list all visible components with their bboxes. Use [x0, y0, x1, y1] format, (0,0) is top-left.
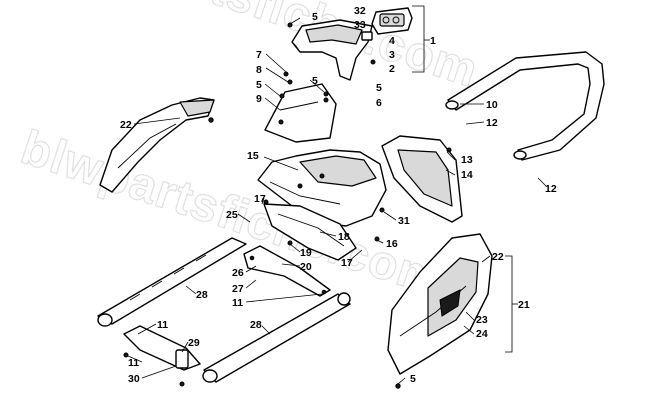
callout-18: 18 — [338, 231, 350, 243]
part-dash-body[interactable] — [257, 149, 387, 227]
callout-16: 16 — [386, 238, 398, 250]
callout-11-c: 11 — [128, 357, 139, 369]
part-small-bracket-4[interactable] — [361, 31, 373, 41]
callout-31: 31 — [398, 215, 410, 227]
fasteners — [123, 22, 452, 358]
callout-32: 32 — [354, 5, 366, 17]
callout-3: 3 — [389, 49, 395, 61]
callout-27: 27 — [232, 283, 244, 295]
callout-17-a: 17 — [254, 193, 266, 205]
callout-9: 9 — [256, 93, 262, 105]
part-bracket-mid[interactable] — [243, 245, 331, 297]
part-lower-fascia[interactable] — [263, 203, 357, 261]
leader-lines — [127, 5, 547, 385]
callout-25: 25 — [226, 209, 238, 221]
part-rail-lower[interactable] — [202, 292, 351, 383]
callout-labels: 1 2 3 4 5 5 5 5 5 6 7 8 9 10 11 11 11 12… — [120, 5, 557, 385]
callout-5-bottom: 5 — [410, 373, 416, 385]
callout-17-b: 17 — [341, 257, 353, 269]
callout-22-a: 22 — [120, 119, 132, 131]
callout-2: 2 — [389, 63, 395, 75]
part-side-panel-right-lower[interactable] — [387, 233, 493, 389]
callout-5-left: 5 — [256, 79, 262, 91]
watermark-text-1: blwpartsfiche.com — [51, 0, 484, 98]
callout-12-b: 12 — [545, 183, 557, 195]
callout-12-a: 12 — [486, 117, 498, 129]
part-grab-bar[interactable] — [445, 51, 605, 161]
part-top-console[interactable] — [291, 19, 373, 81]
callout-15: 15 — [247, 150, 259, 162]
part-rail-upper[interactable] — [97, 237, 247, 327]
callout-33: 33 — [354, 19, 366, 31]
callout-1: 1 — [430, 35, 436, 47]
callout-30: 30 — [128, 373, 140, 385]
callout-5-top: 5 — [312, 11, 318, 23]
callout-5-right: 5 — [376, 82, 382, 94]
callout-11-b: 11 — [232, 297, 243, 309]
callout-4: 4 — [389, 35, 395, 47]
callout-13: 13 — [461, 154, 473, 166]
part-gauge-housing[interactable] — [371, 7, 413, 35]
part-mounting-plate[interactable] — [264, 83, 337, 143]
callout-5-mid: 5 — [312, 75, 318, 87]
part-side-panel-right-upper[interactable] — [381, 135, 463, 223]
callout-28-b: 28 — [250, 319, 262, 331]
callout-29: 29 — [188, 337, 200, 349]
callout-23: 23 — [476, 314, 488, 326]
callout-22-b: 22 — [492, 251, 504, 263]
callout-26: 26 — [232, 267, 244, 279]
callout-14: 14 — [461, 169, 473, 181]
callout-8: 8 — [256, 64, 262, 76]
callout-28-a: 28 — [196, 289, 208, 301]
callout-10: 10 — [486, 99, 498, 111]
callout-20: 20 — [300, 261, 312, 273]
callout-11-a: 11 — [157, 319, 168, 331]
callout-21: 21 — [518, 299, 530, 311]
callout-6: 6 — [376, 97, 382, 109]
callout-19: 19 — [300, 247, 312, 259]
callout-24: 24 — [476, 328, 488, 340]
part-side-panel-left[interactable] — [99, 97, 215, 193]
callout-7: 7 — [256, 49, 262, 61]
part-bracket-bottom[interactable] — [123, 325, 201, 387]
